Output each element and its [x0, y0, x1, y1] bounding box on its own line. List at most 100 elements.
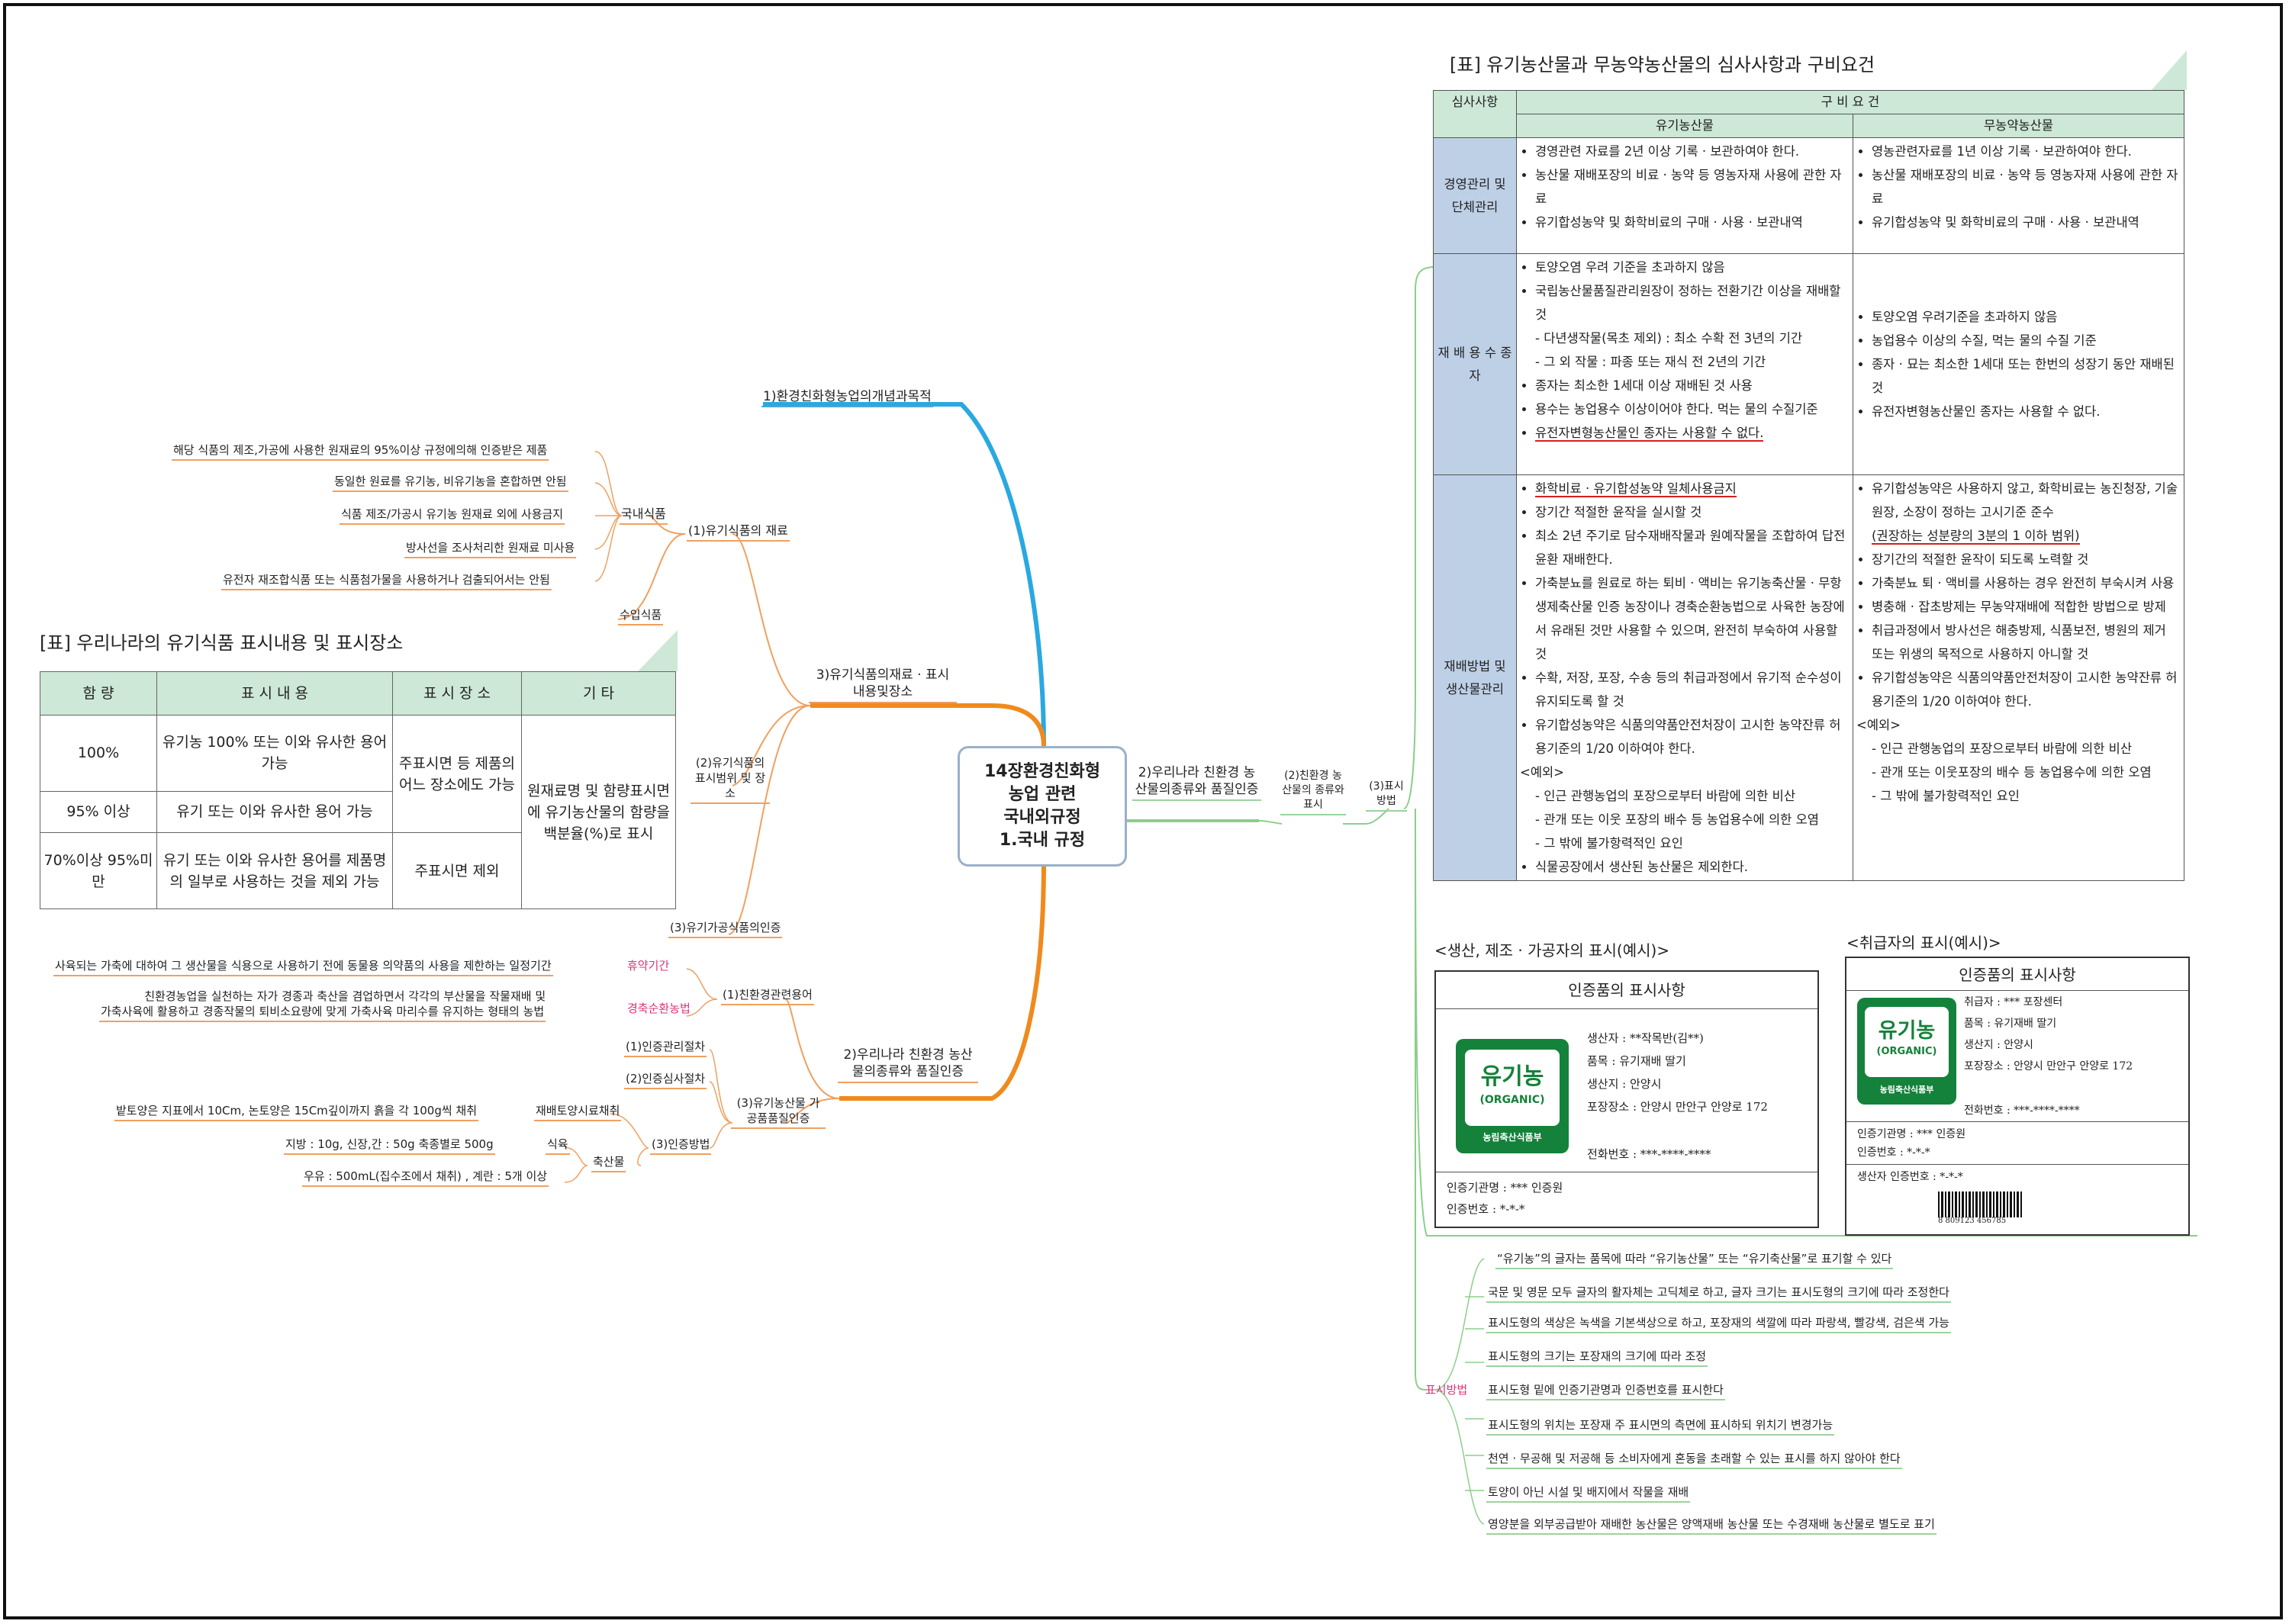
list-item: 토양오염 우려 기준을 초과하지 않음 — [1535, 256, 1850, 279]
producer-label: 인증품의 표시사항 유기농 (ORGANIC) 농림축산식품부 생산자 : **… — [1434, 970, 1819, 1228]
display-rule: 영양분을 외부공급받아 재배한 농산물은 양액재배 농산물 또는 수경재배 농산… — [1486, 1516, 1936, 1535]
col-header-place: 표 시 장 소 — [392, 671, 522, 716]
label-line: 생산자 : **작목반(김**) — [1587, 1031, 1704, 1045]
label-line: 취급자 : *** 포장센터 — [1964, 996, 2063, 1008]
table-cell: 영농관련자료를 1년 이상 기록 · 보관하여야 한다. 농산물 재배포장의 비… — [1853, 137, 2184, 254]
node-cert-management: (1)인증관리절차 — [624, 1039, 707, 1057]
list-item: 농산물 재배포장의 비료 · 농약 등 영농자재 사용에 관한 자료 — [1872, 163, 2181, 211]
node-livestock: 축산물 — [591, 1154, 626, 1172]
domestic-item: 해당 식품의 제조,가공에 사용한 원재료의 95%이상 규정에의해 인증받은 … — [172, 442, 549, 461]
label-producer-no: 생산자 인증번호 : *-*-* — [1857, 1171, 1963, 1183]
domestic-item: 방사선을 조사처리한 원재료 미사용 — [404, 540, 577, 558]
node-imported-food: 수입식품 — [618, 607, 664, 625]
label-line: 품목 : 유기재배 딸기 — [1587, 1054, 1686, 1068]
table-cell: 유기농 100% 또는 이와 유사한 용어 가능 — [156, 715, 393, 792]
term-circulation-desc: 친환경농업을 실천하는 자가 경종과 축산을 겸업하면서 각각의 부산물을 작물… — [99, 989, 546, 1022]
term-circulation-desc-line: 친환경농업을 실천하는 자가 경종과 축산을 겸업하면서 각각의 부산물을 작물… — [144, 989, 546, 1003]
term-withdrawal-label: 휴약기간 — [627, 959, 670, 973]
list-item: 화학비료 · 유기합성농약 일체사용금지 — [1535, 477, 1850, 500]
producer-label-head: 인증품의 표시사항 — [1568, 981, 1685, 999]
label-line: 포장장소 : 안양시 만안구 안양로 172 — [1587, 1100, 1768, 1114]
table-cell: 유기합성농약은 사용하지 않고, 화학비료는 농진청장, 기술원장, 소장이 정… — [1853, 474, 2184, 881]
display-rule: “유기농”의 글자는 품목에 따라 “유기농산물” 또는 “유기축산물”로 표기… — [1495, 1251, 1894, 1269]
root-line-4: 1.국내 규정 — [999, 831, 1086, 850]
label-line: 생산지 : 안양시 — [1964, 1039, 2033, 1051]
label-line: 전화번호 : ***-****-**** — [1587, 1147, 1711, 1161]
list-item: 가축분뇨를 원료로 하는 퇴비 · 액비는 유기농축산물 · 무항생제축산물 인… — [1535, 571, 1850, 666]
table-cell: 주표시면 등 제품의 어느 장소에도 가능 — [392, 714, 522, 834]
table-cell: 유기 또는 이와 유사한 용어를 제품명의 일부로 사용하는 것을 제외 가능 — [156, 832, 393, 909]
col-header-organic: 유기농산물 — [1516, 114, 1853, 138]
divider — [1436, 1008, 1817, 1009]
root-line-3: 국내외규정 — [1003, 808, 1081, 827]
domestic-item: 식품 제조/가공시 유기농 원재료 외에 사용금지 — [340, 506, 565, 525]
list-item: 식물공장에서 생산된 농산물은 제외한다. — [1535, 855, 1850, 879]
list-item: - 인근 관행농업의 포장으로부터 바람에 의한 비산 — [1872, 741, 2133, 756]
branch-eco-products-right: 2)우리나라 친환경 농산물의종류와 품질인증 — [1132, 764, 1261, 801]
list-item: 용수는 농업용수 이상이어야 한다. 먹는 물의 수질기준 — [1535, 397, 1850, 421]
table-cell: 토양오염 우려 기준을 초과하지 않음 국립농산물품질관리원장이 정하는 전환기… — [1516, 253, 1853, 475]
organic-logo-en: (ORGANIC) — [1876, 1046, 1937, 1057]
root-line-1: 14장환경친화형 — [984, 762, 1101, 781]
organic-logo: 유기농 (ORGANIC) 농림축산식품부 — [1456, 1039, 1569, 1153]
list-item: (권장하는 성분량의 3분의 1 이하 범위) — [1872, 524, 2181, 548]
root-line-2: 농업 관련 — [1008, 785, 1077, 804]
label-cert-org: 인증기관명 : *** 인증원 — [1857, 1128, 1966, 1140]
node-display-method: (3)표시 방법 — [1366, 780, 1407, 812]
display-rule: 국문 및 영문 모두 글자의 활자체는 고딕체로 하고, 글자 크기는 표시도형… — [1486, 1285, 1951, 1303]
list-item: 유기합성농약은 식품의약품안전처장이 고시한 농약잔류 허용기준의 1/20 이… — [1872, 666, 2181, 713]
label-cert-org: 인증기관명 : *** 인증원 — [1447, 1181, 1563, 1195]
display-rule: 표시도형의 크기는 포장재의 크기에 따라 조정 — [1486, 1349, 1708, 1367]
term-withdrawal: 휴약기간 — [627, 958, 669, 973]
term-withdrawal-desc: 사육되는 가축에 대하여 그 생산물을 식용으로 사용하기 전에 동물용 의약품… — [53, 958, 553, 976]
root-topic: 14장환경친화형 농업 관련 국내외규정 1.국내 규정 — [958, 746, 1127, 867]
term-circulation: 경축순환농법 — [627, 1001, 691, 1016]
display-rule: 천연 · 무공해 및 저공해 등 소비자에게 혼동을 초래할 수 있는 표시를 … — [1486, 1451, 1902, 1469]
list-item: 종자는 최소한 1세대 이상 재배된 것 사용 — [1535, 374, 1850, 397]
meat-sample-desc: 지방 : 10g, 신장,간 : 50g 축종별로 500g — [284, 1137, 495, 1155]
label-cert-no: 인증번호 : *-*-* — [1447, 1202, 1525, 1216]
node-soil-sampling: 재배토양시료채취 — [534, 1103, 622, 1121]
display-rule: 토양이 아닌 시설 및 배지에서 작물을 재배 — [1486, 1484, 1691, 1503]
table-cell: 경영관련 자료를 2년 이상 기록 · 보관하여야 한다. 농산물 재배포장의 … — [1516, 137, 1853, 254]
list-item: 장기간 적절한 윤작을 실시할 것 — [1535, 500, 1850, 524]
display-rule: 표시도형의 위치는 포장재 주 표시면의 측면에 표시하되 위치기 변경가능 — [1486, 1417, 1835, 1436]
row-category: 경영관리 및 단체관리 — [1433, 137, 1517, 254]
producer-label-title: <생산, 제조 · 가공자의 표시(예시)> — [1434, 941, 1670, 960]
list-item: <예외> — [1520, 765, 1565, 780]
divider — [1846, 1121, 2188, 1122]
list-item: 유기합성농약은 식품의약품안전처장이 고시한 농약잔류 허용기준의 1/20 이… — [1535, 713, 1850, 761]
col-header-etc: 기 타 — [521, 671, 676, 716]
list-item: 장기간의 적절한 윤작이 되도록 노력할 것 — [1872, 548, 2181, 571]
branch-eco-products-left: 2)우리나라 친환경 농산물의종류와 품질인증 — [838, 1047, 978, 1083]
col-header-requirements: 구 비 요 건 — [1516, 90, 2184, 114]
highlighted-text: (권장하는 성분량의 3분의 1 이하 범위) — [1872, 529, 2080, 545]
divider — [1846, 1164, 2188, 1165]
organic-logo-inner: 유기농 (ORGANIC) — [1465, 1050, 1560, 1126]
display-rule: 표시도형 밑에 인증기관명과 인증번호를 표시한다 — [1486, 1382, 1725, 1400]
node-eco-types: (2)친환경 농산물의 종류와 표시 — [1280, 769, 1346, 815]
list-item: - 그 밖에 불가항력적인 요인 — [1535, 836, 1683, 851]
label-cert-no: 인증번호 : *-*-* — [1857, 1146, 1930, 1159]
organic-logo: 유기농 (ORGANIC) 농림축산식품부 — [1857, 998, 1956, 1105]
label-line: 품목 : 유기재배 딸기 — [1964, 1018, 2057, 1030]
organic-logo-text: 유기농 — [1878, 1019, 1936, 1043]
node-meat: 식육 — [546, 1137, 570, 1155]
table-cell: 70%이상 95%미만 — [40, 832, 157, 909]
table-cell: 토양오염 우려기준을 초과하지 않음 농업용수 이상의 수질, 먹는 물의 수질… — [1853, 253, 2184, 475]
list-item: 최소 2년 주기로 담수재배작물과 원예작물을 조합하여 답전윤환 재배한다. — [1535, 524, 1850, 571]
list-item: 종자 · 묘는 최소한 1세대 또는 한번의 성장기 동안 재배된 것 — [1872, 352, 2181, 400]
highlighted-text: 화학비료 · 유기합성농약 일체사용금지 — [1535, 481, 1737, 497]
milk-sample-desc: 우유 : 500mL(집수조에서 채취) , 계란 : 5개 이상 — [302, 1169, 549, 1187]
list-item: 농산물 재배포장의 비료 · 농약 등 영농자재 사용에 관한 자료 — [1535, 163, 1850, 211]
list-item: 유전자변형농산물인 종자는 사용할 수 없다. — [1535, 421, 1850, 445]
handler-label: 인증품의 표시사항 유기농 (ORGANIC) 농림축산식품부 취급자 : **… — [1845, 957, 2190, 1236]
table-cell: 유기 또는 이와 유사한 용어 가능 — [156, 790, 393, 834]
barcode-number: 8 809123 456785 — [1938, 1217, 2007, 1225]
list-item: - 관개 또는 이웃 포장의 배수 등 농업용수에 의한 오염 — [1535, 812, 1819, 827]
list-item: 유기합성농약 및 화학비료의 구매 · 사용 · 보관내역 — [1535, 211, 1850, 234]
node-organic-food-materials: (1)유기식품의 재료 — [687, 523, 790, 542]
highlighted-text: 유전자변형농산물인 종자는 사용할 수 없다. — [1535, 426, 1764, 442]
list-item: - 관개 또는 이웃포장의 배수 등 농업용수에 의한 오염 — [1872, 765, 2152, 780]
